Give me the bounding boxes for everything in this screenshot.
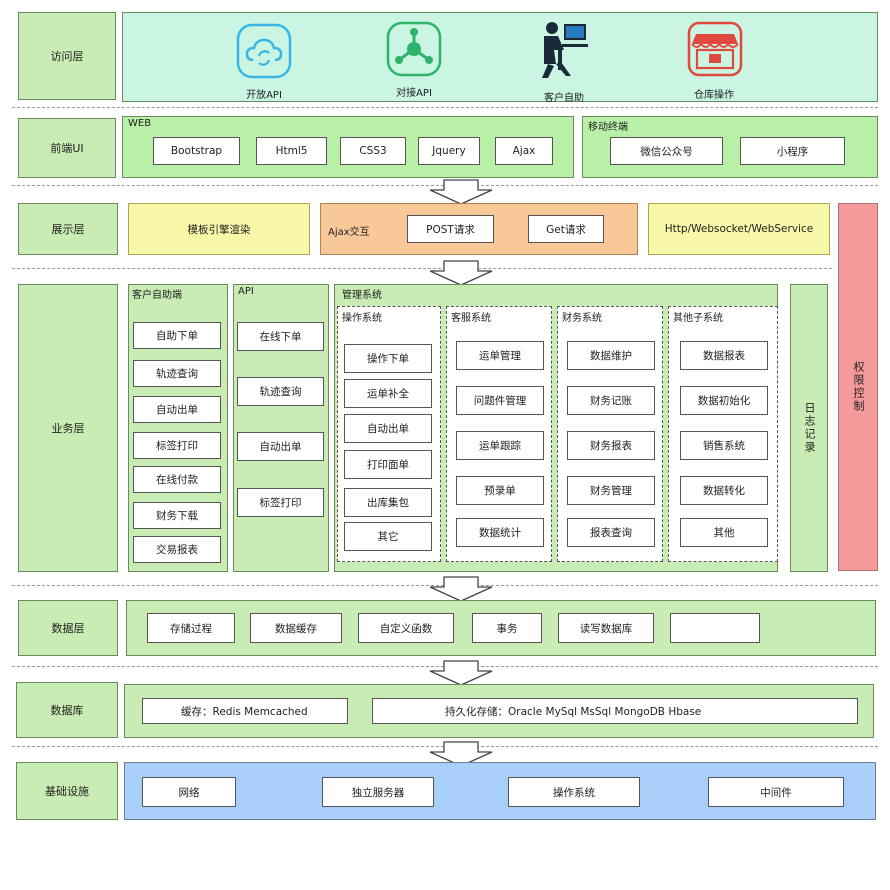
client-self-item: 财务下载: [133, 502, 221, 529]
api-item: 在线下单: [237, 322, 324, 351]
web-item: Ajax: [495, 137, 553, 165]
customer-service-item: 运单跟踪: [456, 431, 544, 460]
protocols-box: Http/Websocket/WebService: [648, 203, 830, 255]
api-item: 轨迹查询: [237, 377, 324, 406]
permission-control: 权限控制: [838, 203, 878, 571]
finance-item: 财务报表: [567, 431, 655, 460]
finance-item: 财务管理: [567, 476, 655, 505]
subsystem-title: 客服系统: [451, 313, 491, 324]
api-title: API: [238, 286, 254, 297]
layer-label-access: 访问层: [18, 12, 116, 100]
other-subsystem-item: 数据报表: [680, 341, 768, 370]
mobile-title: 移动终端: [588, 122, 628, 133]
down-arrow-icon: [429, 660, 493, 686]
other-subsystem-item: 数据转化: [680, 476, 768, 505]
infra-item: 网络: [142, 777, 236, 807]
cloud-sync-icon: [236, 23, 292, 79]
web-item: CSS3: [340, 137, 406, 165]
permission-label: 权限控制: [852, 361, 865, 413]
separator: [12, 107, 878, 108]
down-arrow-icon: [429, 260, 493, 286]
operation-item: 操作下单: [344, 344, 432, 373]
persistent-storage-box: 持久化存储：Oracle MySql MsSql MongoDB Hbase: [372, 698, 858, 724]
layer-label-front-ui: 前端UI: [18, 118, 116, 178]
operation-item: 其它: [344, 522, 432, 551]
layer-label-infra: 基础设施: [16, 762, 118, 820]
layer-label-business: 业务层: [18, 284, 118, 572]
other-subsystem-item: 数据初始化: [680, 386, 768, 415]
client-self-item: 在线付款: [133, 466, 221, 493]
share-node-icon: [386, 21, 442, 77]
access-item-label: 客户自助: [544, 93, 584, 104]
get-request-box: Get请求: [528, 215, 604, 243]
data-item: 存储过程: [147, 613, 235, 643]
store-icon: [687, 21, 743, 77]
web-item: Html5: [256, 137, 327, 165]
subsystem-title: 其他子系统: [673, 313, 723, 324]
log-label: 日志记录: [803, 402, 816, 454]
mobile-item: 微信公众号: [610, 137, 723, 165]
access-item-label: 仓库操作: [694, 90, 734, 101]
customer-service-item: 问题件管理: [456, 386, 544, 415]
access-item-label: 开放API: [246, 90, 282, 101]
log-record: 日志记录: [790, 284, 828, 572]
template-box: 模板引擎渲染: [128, 203, 310, 255]
ajax-title: Ajax交互: [328, 227, 370, 238]
layer-label-data: 数据层: [18, 600, 118, 656]
other-subsystem-item: 其他: [680, 518, 768, 547]
cache-box: 缓存：Redis Memcached: [142, 698, 348, 724]
infra-item: 操作系统: [508, 777, 640, 807]
separator: [12, 268, 832, 269]
down-arrow-icon: [429, 576, 493, 602]
operation-item: 运单补全: [344, 379, 432, 408]
computer-user-icon: [542, 22, 588, 78]
post-request-box: POST请求: [407, 215, 494, 243]
data-item: 数据缓存: [250, 613, 342, 643]
client-self-item: 标签打印: [133, 432, 221, 459]
data-item: 读写数据库: [558, 613, 654, 643]
operation-item: 打印面单: [344, 450, 432, 479]
down-arrow-icon: [429, 741, 493, 767]
other-subsystem-item: 销售系统: [680, 431, 768, 460]
management-title: 管理系统: [342, 290, 382, 301]
finance-item: 财务记账: [567, 386, 655, 415]
subsystem-title: 财务系统: [562, 313, 602, 324]
api-item: 标签打印: [237, 488, 324, 517]
customer-service-item: 运单管理: [456, 341, 544, 370]
client-self-item: 自助下单: [133, 322, 221, 349]
client-self-item: 轨迹查询: [133, 360, 221, 387]
layer-label-database: 数据库: [16, 682, 118, 738]
infra-item: 中间件: [708, 777, 844, 807]
mobile-item: 小程序: [740, 137, 845, 165]
client-self-item: 交易报表: [133, 536, 221, 563]
data-item: 自定义函数: [358, 613, 454, 643]
finance-item: 数据维护: [567, 341, 655, 370]
layer-label-display: 展示层: [18, 203, 118, 255]
finance-item: 报表查询: [567, 518, 655, 547]
infra-item: 独立服务器: [322, 777, 434, 807]
web-title: WEB: [128, 118, 152, 129]
web-item: Jquery: [418, 137, 480, 165]
down-arrow-icon: [429, 179, 493, 205]
client-self-title: 客户自助端: [132, 290, 182, 301]
data-item: [670, 613, 760, 643]
operation-item: 自动出单: [344, 414, 432, 443]
subsystem-title: 操作系统: [342, 313, 382, 324]
api-item: 自动出单: [237, 432, 324, 461]
access-item-label: 对接API: [396, 88, 432, 99]
operation-item: 出库集包: [344, 488, 432, 517]
customer-service-item: 预录单: [456, 476, 544, 505]
web-item: Bootstrap: [153, 137, 240, 165]
customer-service-item: 数据统计: [456, 518, 544, 547]
data-item: 事务: [472, 613, 542, 643]
client-self-item: 自动出单: [133, 396, 221, 423]
